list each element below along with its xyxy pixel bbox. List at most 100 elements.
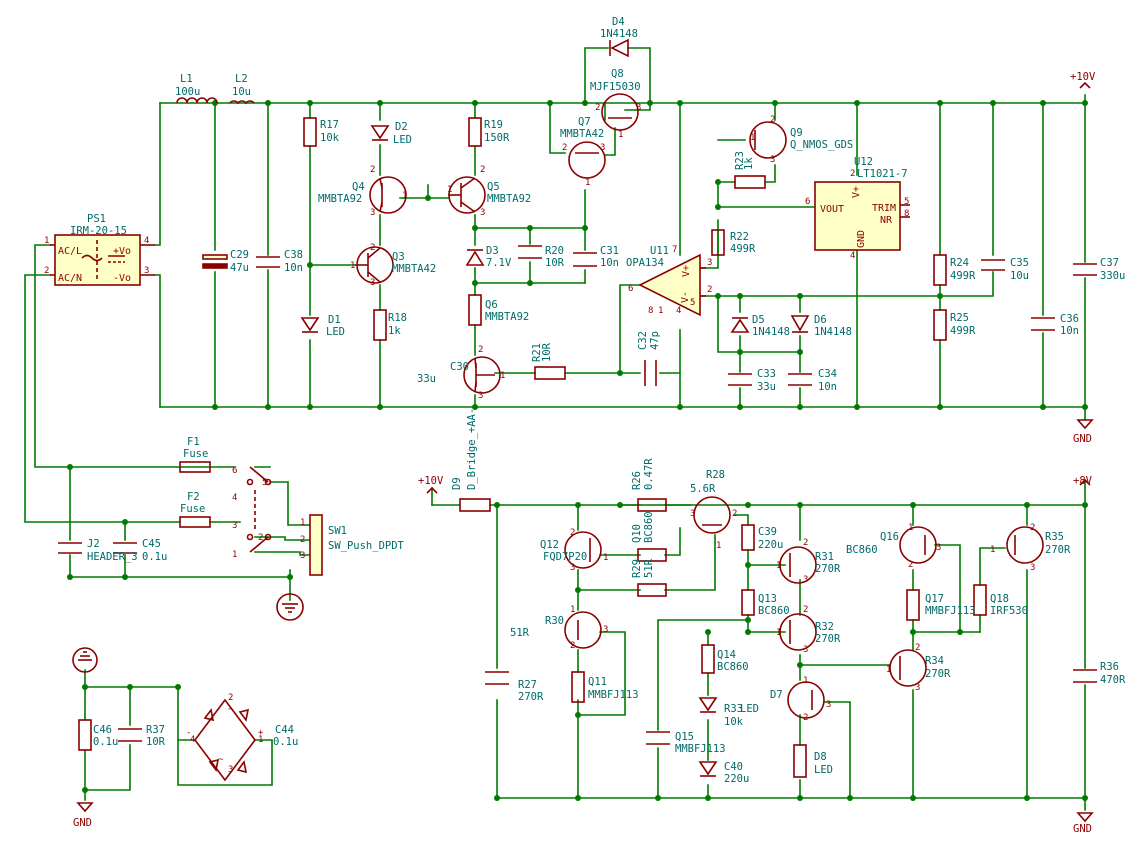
ps1-pin-acl: AC/L	[58, 246, 82, 257]
component-ref-f2: F2	[187, 491, 200, 503]
symbols	[50, 38, 1097, 823]
component-ref-q12: Q12	[540, 539, 559, 551]
junction-dot	[425, 195, 431, 201]
component-ref-c46: C46	[93, 724, 112, 736]
junction-dot	[82, 787, 88, 793]
component-ref-c32: C32	[637, 331, 649, 350]
component-value-r28: 5.6R	[690, 483, 716, 495]
component-value-d5: 1N4148	[752, 326, 790, 338]
component-value-r35: 270R	[1045, 544, 1071, 556]
junction-dot	[854, 404, 860, 410]
junction-dot	[122, 519, 128, 525]
chip-text: AC/L AC/N +Vo -Vo VOUT V+ TRIM NR GND V+…	[58, 186, 896, 303]
component-ref-d8: D8	[814, 751, 827, 763]
junction-dot	[1082, 100, 1088, 106]
junction-dot	[212, 404, 218, 410]
net-label-vpos10-bottom: +10V	[418, 475, 444, 487]
pin-label-d9-3: 3	[228, 765, 233, 775]
component-ref-c34: C34	[818, 368, 837, 380]
component-ref-r25: R25	[950, 312, 969, 324]
component-ref-r19: R19	[484, 119, 503, 131]
component-value-c36: 10n	[1060, 325, 1079, 337]
junction-dot	[307, 262, 313, 268]
pin-label-q12-1: 1	[716, 541, 721, 551]
component-ref-q6: Q6	[485, 299, 498, 311]
u12-pin-trim: TRIM	[872, 203, 896, 214]
component-value-j2: HEADER_3	[87, 551, 138, 563]
net-label-vpos8: +8V	[1073, 475, 1093, 487]
component-ref-q10: Q10	[631, 524, 643, 543]
component-ref-r31: R31	[815, 551, 834, 563]
component-ref-c35: C35	[1010, 257, 1029, 269]
pin-label-q17-1: 1	[908, 523, 913, 533]
component-ref-sw1: SW1	[328, 525, 347, 537]
pin-label-q7-2: 2	[562, 143, 567, 153]
junction-dot	[1082, 404, 1088, 410]
component-value-c35: 10u	[1010, 270, 1029, 282]
pin-label-q14-3: 3	[803, 645, 808, 655]
net-label-gnd-left: GND	[73, 817, 92, 829]
pin-label-q3-2: 2	[370, 243, 375, 253]
pin-label-q17-3: 3	[936, 543, 941, 553]
junction-dot	[307, 404, 313, 410]
pin-label-q8-2: 2	[595, 103, 600, 113]
pin-label-q4-3: 3	[370, 208, 375, 218]
pin-label-q16-3: 3	[915, 683, 920, 693]
component-ref-u11: U11	[650, 245, 669, 257]
component-ref-j2: J2	[87, 538, 100, 550]
component-ref-l2: L2	[235, 73, 248, 85]
component-value-r29: 51R	[643, 558, 655, 578]
component-ref-c40: C40	[724, 761, 743, 773]
pin-label-q11-2: 2	[570, 641, 575, 651]
pin-label-d9-1: 1	[258, 735, 263, 745]
ps1-module	[50, 234, 155, 286]
component-value-q10: BC860	[643, 511, 655, 543]
component-ref-r17: R17	[320, 119, 339, 131]
junction-dot	[67, 464, 73, 470]
junction-dot	[307, 100, 313, 106]
junction-dot	[617, 502, 623, 508]
pin-label-j2-2: 2	[300, 535, 305, 545]
pin-label-j2-1: 1	[300, 518, 305, 528]
component-ref-r35: R35	[1045, 531, 1064, 543]
pin-label-q9-2: 2	[770, 115, 775, 125]
pin-label-ps1-2: 2	[44, 266, 49, 276]
component-value-q17: MMBFJ113	[925, 605, 976, 617]
pin-label-q18-2: 2	[1030, 523, 1035, 533]
component-ref-r27: R27	[518, 679, 537, 691]
junction-dot	[705, 629, 711, 635]
junction-dot	[265, 100, 271, 106]
component-value-q8: MJF15030	[590, 81, 641, 93]
pin-label-sw-2: 2	[258, 533, 263, 543]
component-value-q4: MMBTA92	[318, 193, 362, 205]
u11-pin-vminus: V-	[680, 291, 691, 303]
component-value-q6: MMBTA92	[485, 311, 529, 323]
pin-label-u11-7: 7	[672, 245, 677, 255]
component-ref-d7: D7	[770, 689, 783, 701]
pin-label-sw-1: 1	[232, 550, 237, 560]
junction-dot	[122, 574, 128, 580]
pin-label-q6-3: 3	[478, 391, 483, 401]
junction-dot	[797, 349, 803, 355]
component-ref-r28: R28	[706, 469, 725, 481]
component-ref-r20: R20	[545, 245, 564, 257]
component-value-c40: 220u	[724, 773, 749, 785]
junction-dot	[854, 100, 860, 106]
junction-dot	[745, 502, 751, 508]
junction-dot	[772, 100, 778, 106]
junction-dot	[472, 100, 478, 106]
junction-dot	[265, 404, 271, 410]
component-value-f2: Fuse	[180, 503, 205, 515]
pin-label-q13-2: 2	[803, 538, 808, 548]
pin-label-q8-3: 3	[636, 103, 641, 113]
component-ref-r33: R33	[724, 703, 743, 715]
pin-label-q4-2: 2	[370, 165, 375, 175]
component-value-r37: 10R	[146, 736, 166, 748]
component-ref-q7: Q7	[578, 116, 591, 128]
pin-label-q17-2: 2	[908, 560, 913, 570]
component-ref-d1: D1	[328, 314, 341, 326]
junction-dot	[494, 795, 500, 801]
inductor-l2	[229, 100, 255, 105]
component-ref-q11: Q11	[588, 676, 607, 688]
